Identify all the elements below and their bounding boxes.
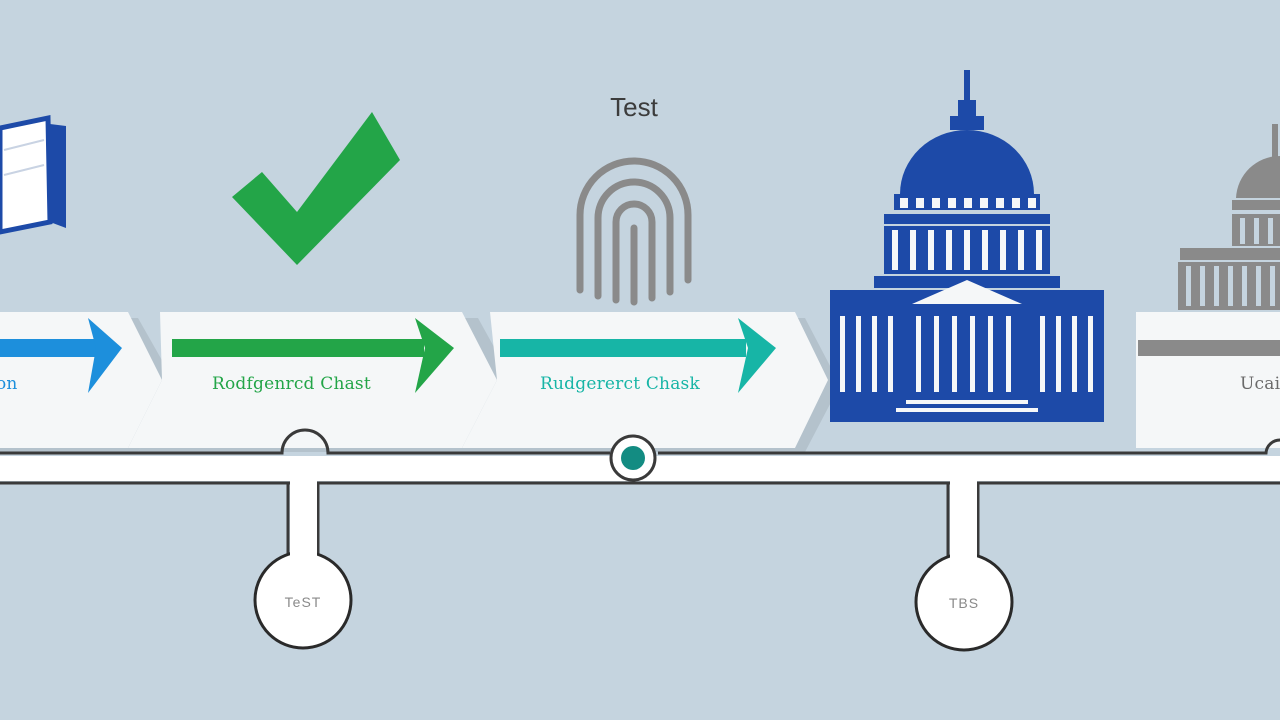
timeline-node-label-2: TBS (948, 595, 980, 611)
timeline-marker (609, 434, 657, 482)
capitol-details (840, 198, 1093, 412)
chevron-panel-4 (1136, 312, 1280, 448)
checkmark-icon (232, 112, 400, 265)
chevron-label-3: Rudgererct Chask (540, 374, 700, 394)
chevron-panel-1 (0, 312, 162, 448)
book-icon (0, 114, 66, 235)
chevron-label-1: on (0, 374, 18, 394)
arrow-4 (1138, 340, 1280, 356)
timeline-node-label-1: TeST (284, 594, 322, 610)
chevron-label-2: Rodfgenrcd Chast (212, 374, 371, 394)
top-label: Test (610, 92, 658, 122)
arrow-1 (0, 318, 122, 393)
arrow-3 (500, 318, 776, 393)
chevron-label-4: Ucai (1240, 374, 1280, 394)
arrow-2 (172, 318, 454, 393)
capitol-gray-details (1186, 218, 1275, 306)
fingerprint-icon (576, 157, 692, 306)
